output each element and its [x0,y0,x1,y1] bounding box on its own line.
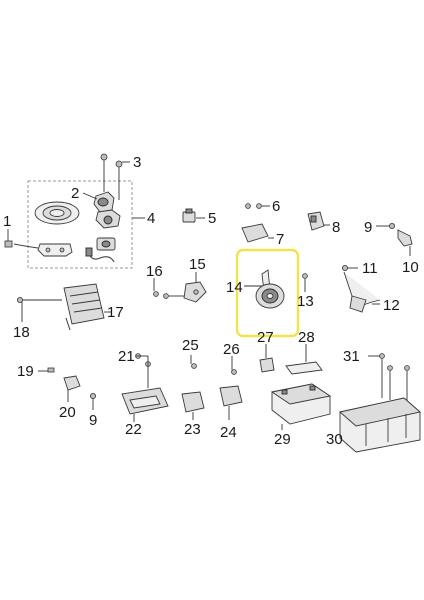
part-ignition-switch-lower [85,237,116,263]
part-17-regulator [63,283,112,331]
part-29-battery [270,383,332,430]
callout-27: 27 [257,329,274,346]
callout-5: 5 [208,210,216,227]
callout-28: 28 [298,329,315,346]
part-12-sensor-bracket [343,271,381,313]
part-31-bolts [368,353,410,402]
part-28-strap [285,344,323,375]
callout-1: 1 [3,213,11,230]
part-1-connector [4,229,13,248]
callout-29: 29 [274,431,291,448]
part-23-relay [181,391,205,420]
callout-11: 11 [362,260,378,277]
part-21-bolts [135,353,151,388]
callout-19: 19 [17,363,34,380]
part-6-bolts [245,203,270,209]
part-20-switch [63,375,81,402]
part-18-bolt [16,296,62,322]
callout-26: 26 [223,341,240,358]
part-16-bolts [153,278,184,299]
callout-16: 16 [146,263,163,280]
callout-9b: 9 [89,412,97,429]
callout-12: 12 [383,297,400,314]
part-ignition-ring [34,201,80,225]
callout-9: 9 [364,219,372,236]
callout-14: 14 [226,279,243,296]
callout-4: 4 [147,210,155,227]
part-9-bolt [376,222,395,229]
part-5-relay [182,208,205,223]
callout-21: 21 [118,348,135,365]
callout-3: 3 [133,154,141,171]
part-30-battery-tray [339,397,421,453]
callout-23: 23 [184,421,201,438]
part-25-bolt [190,355,197,369]
part-15-bracket [183,272,207,303]
part-19-clip [38,367,55,373]
callout-31: 31 [343,348,360,365]
part-7-bracket [241,223,274,243]
callout-8: 8 [332,219,340,236]
part-8-module [307,211,330,231]
callout-15: 15 [189,256,206,273]
callout-7: 7 [276,231,284,248]
callout-20: 20 [59,404,76,421]
callout-30: 30 [326,431,343,448]
part-2-key-cylinder [93,191,121,229]
callout-17: 17 [107,304,124,321]
ignition-set-group-box [27,180,133,269]
part-22-ecu [121,387,169,422]
callout-22: 22 [125,421,142,438]
callout-24: 24 [220,424,237,441]
part-13-nut [302,273,308,292]
part-9b-bolt [90,392,97,410]
callout-6: 6 [272,198,280,215]
part-10-sensor [397,229,413,256]
callout-2: 2 [71,185,79,202]
part-24-relay [219,385,243,420]
part-26-bolt [231,356,237,375]
part-3-screws [100,153,130,200]
part-27-connector [259,344,275,373]
part-14-horn [244,269,285,309]
part-ignition-bracket [13,243,73,257]
callout-10: 10 [402,259,419,276]
callout-13: 13 [297,293,314,310]
highlighted-part-box [235,248,300,338]
callout-25: 25 [182,337,199,354]
part-11-bolt [341,264,358,271]
callout-18: 18 [13,324,30,341]
